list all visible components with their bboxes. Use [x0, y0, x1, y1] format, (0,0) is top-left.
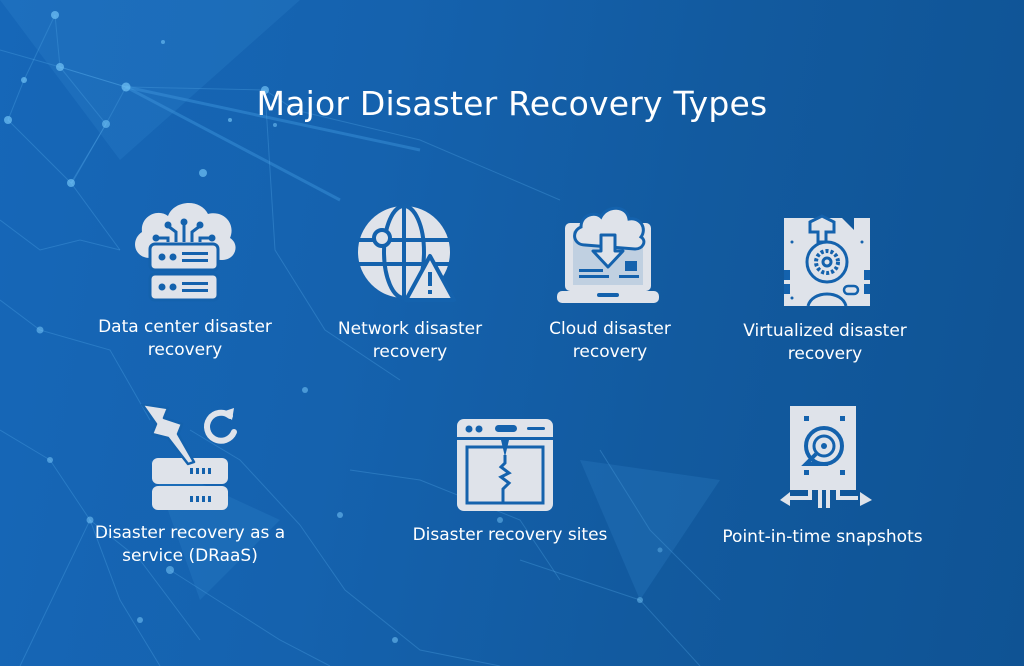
item-label: Disaster recovery sites: [412, 525, 608, 545]
item-label: Cloud disaster recovery: [549, 319, 671, 362]
page-title: Major Disaster Recovery Types: [256, 84, 768, 123]
item-label: Disaster recovery as a service (DRaaS): [94, 523, 286, 566]
virtual-disk-gear-icon: [784, 214, 870, 307]
cloud-server-icon: [135, 202, 236, 302]
hard-drive-arrows-icon: [780, 406, 872, 508]
globe-warning-icon: [358, 204, 456, 302]
item-label: Network disaster recovery: [337, 319, 483, 362]
item-label: Virtualized disaster recovery: [743, 321, 907, 364]
laptop-cloud-download-icon: [557, 206, 659, 303]
broken-browser-window-icon: [457, 419, 553, 511]
item-label: Point-in-time snapshots: [722, 527, 923, 547]
server-lightning-refresh-icon: [140, 404, 237, 510]
item-label: Data center disaster recovery: [98, 317, 272, 360]
